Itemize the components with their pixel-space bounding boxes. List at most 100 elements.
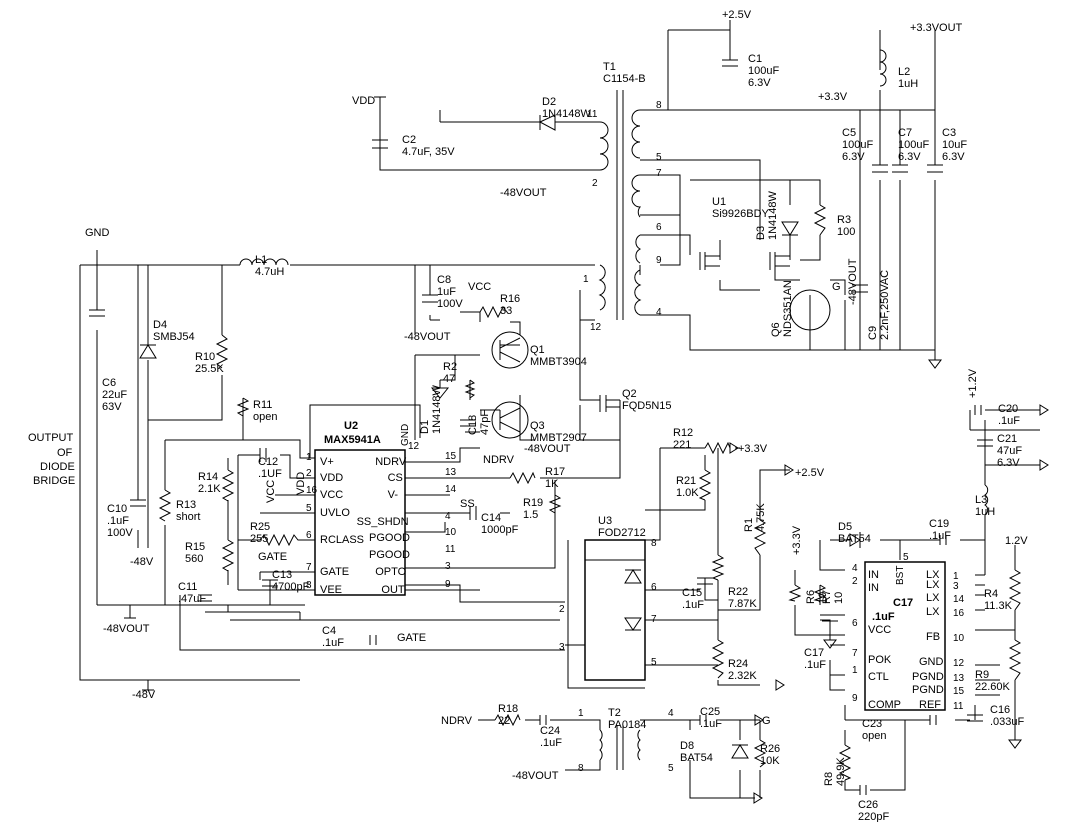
- label-r25-0: R25: [250, 521, 270, 533]
- label-c5-0: C5: [842, 127, 856, 139]
- u2-pin-2-num: 2: [306, 468, 312, 479]
- u4-pin-6-num: 6: [852, 618, 858, 629]
- u2-pin-6-name: RCLASS: [320, 534, 364, 546]
- m48v-vertical-label: -48VOUT: [847, 258, 859, 305]
- vdd-label-2: VDD: [295, 472, 307, 495]
- u4-bst-pin: 5: [903, 552, 909, 563]
- u2-part: MAX5941A: [324, 434, 381, 446]
- u3-chip: [584, 539, 646, 681]
- label-c10-0: C10: [107, 503, 127, 515]
- label-c17-0: C17: [804, 647, 824, 659]
- label-r26-1: 10K: [760, 755, 780, 767]
- u2-pin-14-name: V-: [388, 489, 399, 501]
- label-c8-0: C8: [437, 274, 451, 286]
- label-r15-0: R15: [185, 541, 205, 553]
- component-labels: D21N4148WT1C1154-BC1100uF6.3VL21uHC24.7u…: [102, 53, 1025, 822]
- u4-pin-15-num: 15: [953, 686, 965, 697]
- label-r25-1: 255: [250, 533, 268, 545]
- u4-chip: [864, 561, 946, 711]
- u2-pin-15-num: 15: [445, 451, 457, 462]
- input-label-line2: OF: [57, 447, 73, 459]
- v12-label: 1.2V: [1005, 535, 1028, 547]
- u4-pin-10-name: FB: [926, 631, 940, 643]
- label-l2-0: L2: [898, 66, 910, 78]
- u4-pin-9-num: 9: [852, 693, 858, 704]
- u2-pin-5-name: UVLO: [320, 507, 350, 519]
- u4-pin-10-num: 10: [953, 633, 965, 644]
- resistors: [158, 204, 1022, 781]
- label-r17-0: R17: [545, 466, 565, 478]
- label-r22-1: 7.87K: [728, 598, 757, 610]
- label-c3-0: C3: [942, 127, 956, 139]
- u2-pin-16-num: 16: [306, 485, 318, 496]
- label-r4-0: R4: [984, 588, 998, 600]
- ndrv-label-b: NDRV: [441, 715, 473, 727]
- label-r21-0: R21: [676, 475, 696, 487]
- label-r6-0: R6: [805, 590, 817, 604]
- vcc-label: VCC: [468, 281, 491, 293]
- u4-pin-15-name: PGND: [912, 684, 944, 696]
- u2-pin-4-name: SS_SHDN: [357, 516, 409, 528]
- label-c4-0: C4: [322, 625, 336, 637]
- label-r1-0: R1: [743, 518, 755, 532]
- label-c8-1: 1uF: [437, 286, 456, 298]
- label-d3-1: 1N4148W: [767, 190, 779, 240]
- u2-gnd-pin: 12: [408, 441, 420, 452]
- label-d4-0: D4: [153, 319, 167, 331]
- label-d1-0: D1: [419, 420, 431, 434]
- label-r15-1: 560: [185, 553, 203, 565]
- label-d8-1: BAT54: [680, 752, 713, 764]
- label-r7-1: 10: [833, 592, 845, 604]
- t1-pin-5: 5: [656, 152, 662, 163]
- label-c19-1: .1uF: [929, 530, 951, 542]
- label-c6-2: 63V: [102, 401, 122, 413]
- t2-pin-8: 8: [578, 763, 584, 774]
- label-t1-0: T1: [603, 61, 616, 73]
- label-c21-2: 6.3V: [997, 457, 1020, 469]
- t1-pin-11: 11: [587, 109, 598, 120]
- m48vout-label-b: -48VOUT: [404, 331, 451, 343]
- label-c10-2: 100V: [107, 527, 133, 539]
- label-c3-2: 6.3V: [942, 151, 965, 163]
- label-d5-1: BAT54: [838, 533, 871, 545]
- label-r6-1: 10: [817, 592, 829, 604]
- label-r13-1: short: [176, 511, 200, 523]
- t1-pin-8: 8: [656, 100, 662, 111]
- label-r8-1: 49.9K: [835, 757, 847, 786]
- label-c1-2: 6.3V: [748, 77, 771, 89]
- u3-pin-5: 5: [651, 657, 657, 668]
- label-r1-1: 4.75K: [755, 503, 767, 532]
- label-q1-1: MMBT3904: [530, 356, 587, 368]
- label-c17-1: .1uF: [804, 659, 826, 671]
- m48vout-label-d: -48VOUT: [512, 770, 559, 782]
- u4-pin-7-name: POK: [868, 654, 892, 666]
- u4-bst-name: BST: [895, 566, 906, 585]
- u4-pin-3-num: 3: [953, 581, 959, 592]
- label-c23-0: C23: [862, 718, 882, 730]
- u2-pin-14-num: 14: [445, 484, 457, 495]
- t1-pin-1: 1: [583, 274, 589, 285]
- u2-pin-3-num: 3: [445, 561, 451, 572]
- u4-pin-7-num: 7: [852, 648, 858, 659]
- gnd-label: GND: [85, 227, 110, 239]
- ndrv-label-a: NDRV: [483, 454, 515, 466]
- u2-refdes: U2: [344, 420, 358, 432]
- label-c12-1: .1UF: [258, 468, 282, 480]
- label-c21-1: 47uF: [997, 445, 1022, 457]
- p12-label: +1.2V: [967, 368, 979, 398]
- label-r13-0: R13: [176, 499, 196, 511]
- label-r24-1: 2.32K: [728, 670, 757, 682]
- label-c16-0: C16: [990, 704, 1010, 716]
- u2-pin-4-num: 4: [445, 511, 451, 522]
- rail-labels: GND VDD +2.5V +3.3VOUT +3.3V -48VOUT -48…: [85, 9, 1028, 782]
- label-r19-1: 1.5: [523, 509, 538, 521]
- u2-pin-11-num: 11: [445, 544, 456, 555]
- t1-pin-4: 4: [656, 307, 662, 318]
- label-t2-1: PA0184: [608, 719, 646, 731]
- p33b-label: +3.3V: [738, 443, 768, 455]
- label-c10-1: .1uF: [107, 515, 129, 527]
- label-d3-0: D3: [755, 226, 767, 240]
